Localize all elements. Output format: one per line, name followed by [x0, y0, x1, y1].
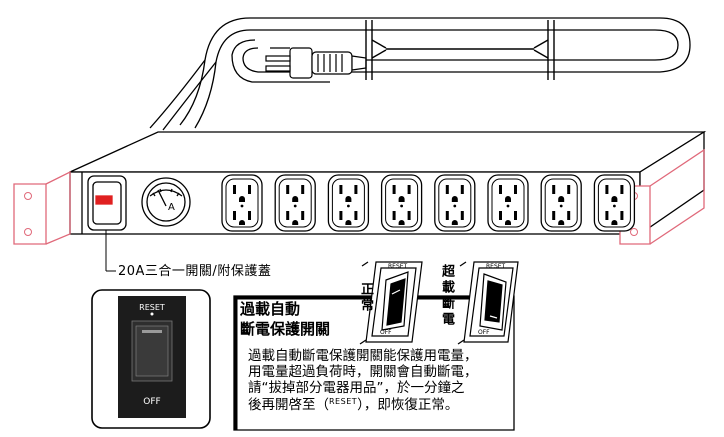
mount-bracket-left: [13, 170, 71, 245]
outlet: [274, 174, 316, 232]
info-title-line2: 斷電保護開關: [240, 320, 331, 338]
info-line-4-end: ），即恢復正常。: [357, 397, 459, 413]
switch-state-normal: RESET OFF: [359, 261, 423, 345]
info-line-4: 後再開啓至（RESET），即恢復正常。: [248, 398, 458, 413]
outlet: [221, 174, 263, 232]
cord-strap: [365, 20, 555, 80]
outlet: [487, 174, 529, 232]
closeup-reset-label: RESET: [139, 303, 165, 312]
overload-reset-label: RESET: [486, 263, 506, 270]
ammeter-label: A: [168, 202, 175, 213]
switch-closeup: RESET OFF: [91, 289, 211, 429]
outlets: [221, 174, 636, 232]
overload-state-label: 超載斷電: [439, 264, 454, 328]
normal-reset-label: RESET: [388, 263, 408, 270]
info-line-2: 用電量超過負荷時，開關會自動斷電，: [248, 364, 478, 380]
info-line-4-start: 後再開啓至（: [248, 397, 329, 413]
plug: [265, 47, 367, 79]
outlet: [380, 174, 423, 232]
overload-off-label: OFF: [478, 329, 490, 336]
callout-leader: [105, 230, 116, 272]
switch-cover: [87, 175, 127, 231]
normal-off-label: OFF: [380, 329, 392, 336]
ammeter: A: [141, 177, 191, 227]
info-line-3: 請“拔掉部分電器用品”，於一分鐘之: [248, 380, 465, 396]
outlet: [327, 174, 370, 232]
closeup-off-label: OFF: [143, 397, 160, 407]
outlet: [434, 174, 476, 232]
power-cord: [149, 17, 691, 131]
switch-state-overload: RESET OFF: [457, 261, 519, 345]
normal-state-label: 正常: [358, 282, 373, 314]
switch-callout-label: 20A三合一開關/附保護蓋: [118, 264, 272, 279]
info-line-1: 過載自動斷電保護開關能保護用電量，: [248, 348, 478, 364]
inline-reset-label: RESET: [329, 397, 358, 406]
outlet: [540, 174, 582, 232]
info-title-line1: 過載自動: [240, 300, 301, 318]
outlet: [593, 174, 636, 232]
